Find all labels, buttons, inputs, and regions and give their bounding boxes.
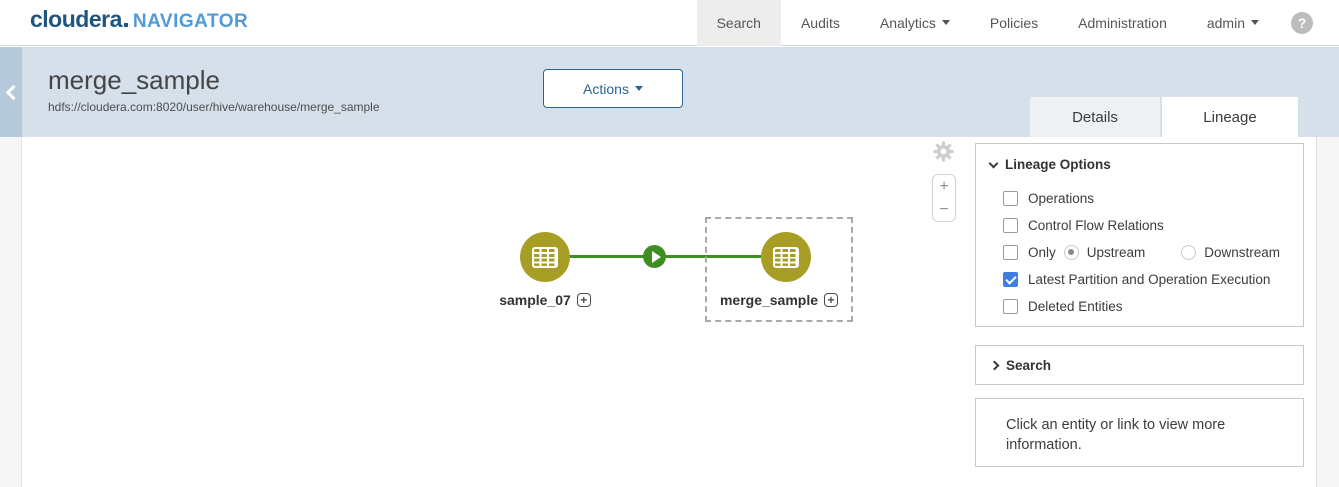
node-label-text: merge_sample <box>719 292 819 308</box>
chevron-down-icon <box>988 158 999 168</box>
gear-icon[interactable] <box>933 141 954 162</box>
logo-navigator-text: NAVIGATOR <box>132 11 249 32</box>
logo-cloudera-text: cloudera <box>30 6 122 32</box>
option-only-direction: Only Upstream Downstream <box>1003 245 1289 260</box>
actions-button[interactable]: Actions <box>543 69 683 108</box>
nav-item-search[interactable]: Search <box>696 0 781 46</box>
operation-node[interactable] <box>643 245 666 268</box>
checkbox-latest-partition[interactable] <box>1003 272 1018 287</box>
chevron-down-icon <box>1251 20 1259 25</box>
nav-item-policies[interactable]: Policies <box>970 0 1058 46</box>
top-navigation-bar: cloudera NAVIGATOR Search Audits Analyti… <box>0 0 1339 46</box>
zoom-in-button[interactable]: + <box>939 177 949 195</box>
actions-button-label: Actions <box>583 80 629 97</box>
option-control-flow: Control Flow Relations <box>1003 218 1289 233</box>
node-label-sample-07: sample_07 + <box>445 292 645 308</box>
chevron-down-icon <box>634 86 643 91</box>
option-label: Operations <box>1028 191 1095 206</box>
search-panel: Search <box>975 345 1304 385</box>
selected-entity-outline <box>705 217 853 322</box>
option-label: Only <box>1028 245 1056 260</box>
nav-item-label: Analytics <box>879 14 936 31</box>
lineage-options-header[interactable]: Lineage Options <box>988 157 1289 172</box>
nav-item-audits[interactable]: Audits <box>781 0 860 46</box>
nav-item-label: Administration <box>1078 14 1167 31</box>
option-deleted-entities: Deleted Entities <box>1003 299 1289 314</box>
checkbox-operations[interactable] <box>1003 191 1018 206</box>
panel-title: Lineage Options <box>1005 157 1111 172</box>
chevron-left-icon <box>5 84 21 100</box>
tab-details[interactable]: Details <box>1030 97 1160 137</box>
checkbox-only[interactable] <box>1003 245 1018 260</box>
expand-node-icon[interactable]: + <box>824 293 839 307</box>
entity-node-merge-sample[interactable] <box>761 232 811 282</box>
radio-upstream[interactable] <box>1063 245 1079 260</box>
nav-item-label: Search <box>716 14 761 31</box>
entity-tabs: Details Lineage <box>1030 97 1298 137</box>
radio-label: Upstream <box>1086 245 1146 260</box>
radio-downstream[interactable] <box>1181 245 1197 260</box>
option-label: Deleted Entities <box>1028 299 1123 314</box>
left-gutter <box>0 137 22 487</box>
cloudera-navigator-logo[interactable]: cloudera NAVIGATOR <box>30 6 248 39</box>
info-message: Click an entity or link to view more inf… <box>1006 417 1226 453</box>
nav-item-analytics[interactable]: Analytics <box>860 0 970 46</box>
nav-item-administration[interactable]: Administration <box>1058 0 1187 46</box>
chevron-right-icon <box>989 360 1000 370</box>
panel-title: Search <box>1006 357 1052 373</box>
back-button[interactable] <box>0 47 22 137</box>
info-panel: Click an entity or link to view more inf… <box>975 398 1304 467</box>
search-panel-header[interactable]: Search <box>989 357 1052 373</box>
nav-item-admin-user[interactable]: admin <box>1187 0 1279 46</box>
entity-hdfs-path: hdfs://cloudera.com:8020/user/hive/wareh… <box>48 100 380 114</box>
help-glyph: ? <box>1297 14 1307 31</box>
option-label: Control Flow Relations <box>1028 218 1164 233</box>
node-label-merge-sample: merge_sample + <box>679 292 879 308</box>
option-operations: Operations <box>1003 191 1289 206</box>
zoom-out-button[interactable]: − <box>939 200 949 218</box>
entity-header: merge_sample hdfs://cloudera.com:8020/us… <box>0 47 1339 137</box>
nav-item-label: Audits <box>800 14 840 31</box>
nav-menu: Search Audits Analytics Policies Adminis… <box>696 0 1339 46</box>
radio-label: Downstream <box>1204 245 1281 260</box>
lineage-options-list: Operations Control Flow Relations Only U… <box>1003 191 1289 314</box>
lineage-canvas: + − sample_07 + merge_sample + Lineage O… <box>0 137 1339 487</box>
checkbox-control-flow[interactable] <box>1003 218 1018 233</box>
option-label: Latest Partition and Operation Execution <box>1028 272 1271 287</box>
help-icon[interactable]: ? <box>1291 11 1313 34</box>
nav-item-label: Policies <box>989 14 1039 31</box>
nav-item-label: admin <box>1206 14 1245 31</box>
table-icon <box>773 246 799 268</box>
help-icon-wrap: ? <box>1279 0 1339 46</box>
entity-node-sample-07[interactable] <box>520 232 570 282</box>
right-gutter <box>1316 137 1339 487</box>
play-icon <box>651 250 661 263</box>
expand-node-icon[interactable]: + <box>576 293 591 307</box>
logo-tick-mark <box>123 23 128 27</box>
tab-lineage[interactable]: Lineage <box>1162 97 1298 137</box>
option-latest-partition: Latest Partition and Operation Execution <box>1003 272 1289 287</box>
node-label-text: sample_07 <box>499 292 571 308</box>
checkbox-deleted-entities[interactable] <box>1003 299 1018 314</box>
table-icon <box>532 246 558 268</box>
zoom-control: + − <box>932 174 956 222</box>
lineage-options-panel: Lineage Options Operations Control Flow … <box>975 143 1304 327</box>
page-title: merge_sample <box>48 65 220 95</box>
chevron-down-icon <box>941 20 950 25</box>
